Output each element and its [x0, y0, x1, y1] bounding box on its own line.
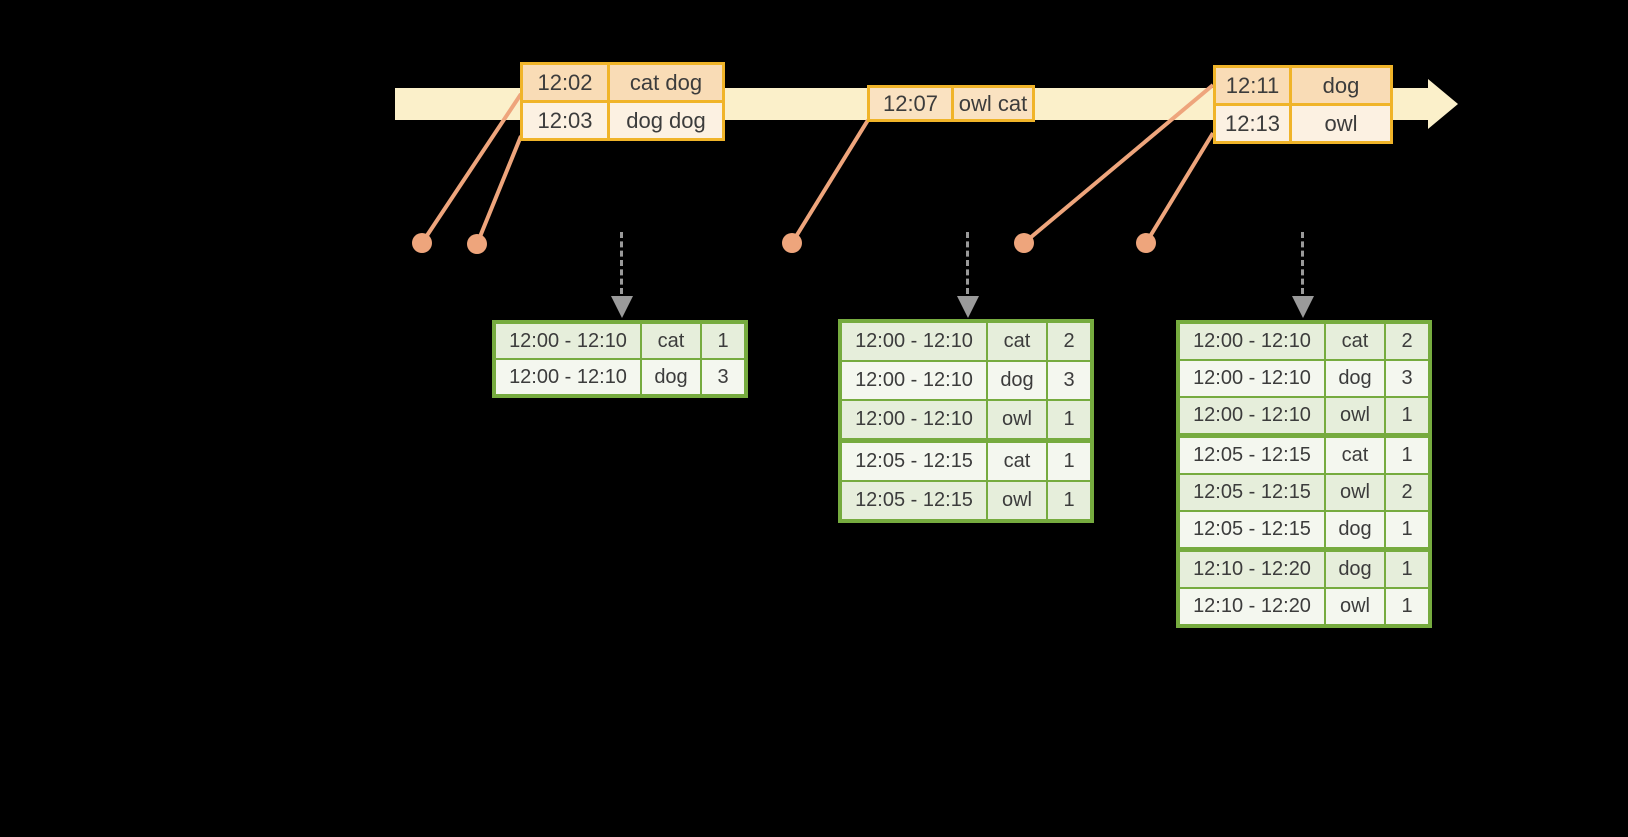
- event-time-cell: 12:02: [523, 65, 607, 100]
- window-cell: 12:00 - 12:10: [842, 401, 986, 438]
- dashed-down-arrow-head-icon: [957, 296, 979, 318]
- word-cell: cat: [1326, 324, 1384, 359]
- event-dot: [1014, 233, 1034, 253]
- word-cell: dog: [642, 360, 700, 394]
- connector-line: [475, 135, 523, 245]
- result-row: 12:00 - 12:10 cat 2: [842, 323, 1090, 360]
- count-cell: 3: [1048, 362, 1090, 399]
- result-table-3: 12:00 - 12:10 cat 2 12:00 - 12:10 dog 3 …: [1176, 320, 1432, 628]
- result-row: 12:05 - 12:15 owl 1: [842, 482, 1090, 519]
- dashed-down-arrow-head-icon: [611, 296, 633, 318]
- result-row: 12:10 - 12:20 owl 1: [1180, 589, 1428, 624]
- result-row: 12:05 - 12:15 owl 2: [1180, 475, 1428, 510]
- window-cell: 12:10 - 12:20: [1180, 589, 1324, 624]
- result-row: 12:00 - 12:10 cat 1: [496, 324, 744, 358]
- result-table-2: 12:00 - 12:10 cat 2 12:00 - 12:10 dog 3 …: [838, 319, 1094, 523]
- word-cell: owl: [1326, 475, 1384, 510]
- result-row: 12:05 - 12:15 cat 1: [842, 443, 1090, 480]
- count-cell: 1: [1386, 438, 1428, 473]
- word-cell: cat: [1326, 438, 1384, 473]
- event-dot: [467, 234, 487, 254]
- result-row: 12:00 - 12:10 cat 2: [1180, 324, 1428, 359]
- event-time-cell: 12:07: [870, 88, 951, 119]
- connector-line: [1144, 131, 1215, 245]
- word-cell: dog: [988, 362, 1046, 399]
- word-cell: dog: [1326, 552, 1384, 587]
- count-cell: 2: [1048, 323, 1090, 360]
- dashed-down-arrow-head-icon: [1292, 296, 1314, 318]
- result-row: 12:05 - 12:15 dog 1: [1180, 512, 1428, 547]
- window-cell: 12:00 - 12:10: [496, 360, 640, 394]
- word-cell: cat: [988, 323, 1046, 360]
- result-row: 12:00 - 12:10 dog 3: [1180, 361, 1428, 396]
- word-cell: owl: [1326, 398, 1384, 433]
- event-dot: [412, 233, 432, 253]
- event-words-cell: owl cat: [954, 88, 1032, 119]
- event-time-cell: 12:11: [1216, 68, 1289, 103]
- count-cell: 1: [1386, 512, 1428, 547]
- event-words-cell: owl: [1292, 106, 1390, 141]
- word-cell: cat: [642, 324, 700, 358]
- window-cell: 12:00 - 12:10: [842, 323, 986, 360]
- event-words-cell: dog: [1292, 68, 1390, 103]
- window-cell: 12:00 - 12:10: [496, 324, 640, 358]
- word-cell: cat: [988, 443, 1046, 480]
- event-dot: [1136, 233, 1156, 253]
- count-cell: 1: [1386, 589, 1428, 624]
- event-table-1: 12:02 cat dog 12:03 dog dog: [520, 62, 725, 141]
- event-time-cell: 12:03: [523, 103, 607, 138]
- event-words-cell: cat dog: [610, 65, 722, 100]
- count-cell: 3: [1386, 361, 1428, 396]
- result-row: 12:00 - 12:10 dog 3: [496, 360, 744, 394]
- window-cell: 12:10 - 12:20: [1180, 552, 1324, 587]
- result-row: 12:00 - 12:10 owl 1: [1180, 398, 1428, 433]
- word-cell: owl: [988, 482, 1046, 519]
- result-table-1: 12:00 - 12:10 cat 1 12:00 - 12:10 dog 3: [492, 320, 748, 398]
- count-cell: 3: [702, 360, 744, 394]
- connector-line: [790, 118, 870, 245]
- dashed-down-arrow-shaft: [966, 232, 969, 294]
- word-cell: dog: [1326, 361, 1384, 396]
- count-cell: 1: [1048, 443, 1090, 480]
- result-row: 12:05 - 12:15 cat 1: [1180, 438, 1428, 473]
- window-cell: 12:00 - 12:10: [842, 362, 986, 399]
- word-cell: owl: [988, 401, 1046, 438]
- window-cell: 12:00 - 12:10: [1180, 361, 1324, 396]
- count-cell: 1: [1048, 401, 1090, 438]
- dashed-down-arrow-shaft: [620, 232, 623, 294]
- result-row: 12:00 - 12:10 dog 3: [842, 362, 1090, 399]
- dashed-down-arrow-shaft: [1301, 232, 1304, 294]
- result-row: 12:00 - 12:10 owl 1: [842, 401, 1090, 438]
- count-cell: 1: [1048, 482, 1090, 519]
- window-cell: 12:00 - 12:10: [1180, 398, 1324, 433]
- count-cell: 1: [1386, 398, 1428, 433]
- window-cell: 12:05 - 12:15: [1180, 475, 1324, 510]
- window-cell: 12:05 - 12:15: [1180, 512, 1324, 547]
- result-row: 12:10 - 12:20 dog 1: [1180, 552, 1428, 587]
- event-words-cell: dog dog: [610, 103, 722, 138]
- event-table-2: 12:07 owl cat: [867, 85, 1035, 122]
- window-cell: 12:05 - 12:15: [1180, 438, 1324, 473]
- window-cell: 12:05 - 12:15: [842, 482, 986, 519]
- event-time-cell: 12:13: [1216, 106, 1289, 141]
- count-cell: 1: [702, 324, 744, 358]
- word-cell: dog: [1326, 512, 1384, 547]
- count-cell: 1: [1386, 552, 1428, 587]
- event-dot: [782, 233, 802, 253]
- window-cell: 12:05 - 12:15: [842, 443, 986, 480]
- event-table-3: 12:11 dog 12:13 owl: [1213, 65, 1393, 144]
- count-cell: 2: [1386, 475, 1428, 510]
- count-cell: 2: [1386, 324, 1428, 359]
- timeline-arrowhead-icon: [1428, 79, 1458, 129]
- word-cell: owl: [1326, 589, 1384, 624]
- window-cell: 12:00 - 12:10: [1180, 324, 1324, 359]
